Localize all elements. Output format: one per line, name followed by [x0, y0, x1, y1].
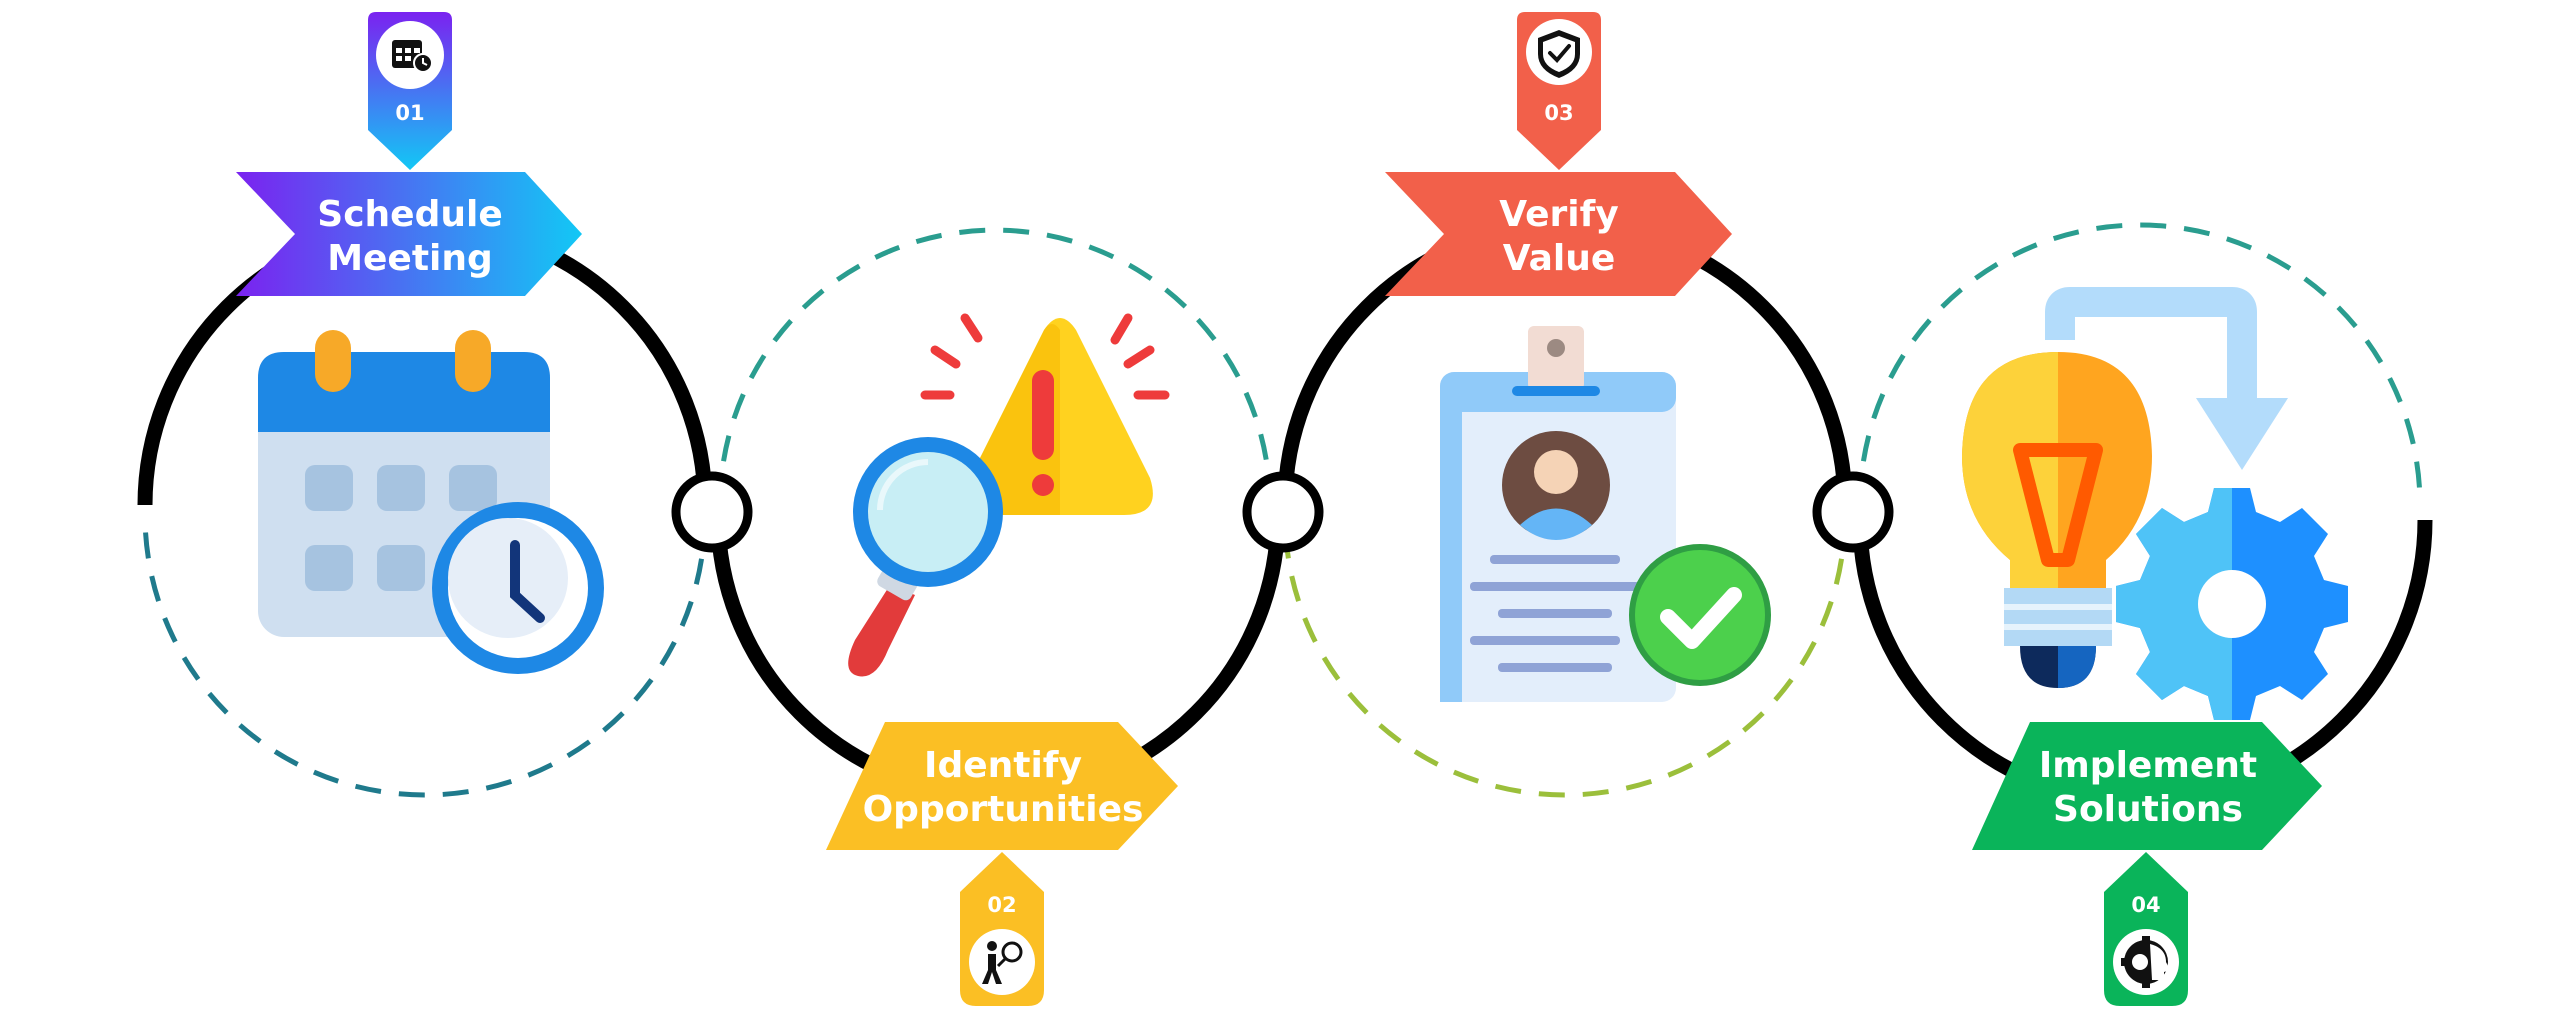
magnifier-person-icon — [982, 941, 1023, 984]
step-4-title-line1: Implement — [2039, 745, 2257, 786]
connector-node-3 — [1812, 471, 1894, 553]
step-3-title-line2: Value — [1503, 238, 1616, 279]
gear-head-icon — [2121, 936, 2170, 988]
step-2-title-line2: Opportunities — [863, 789, 1144, 830]
step-1-banner — [236, 172, 582, 296]
step-1-title-line1: Schedule — [317, 194, 502, 235]
ring-2-dashed-arc — [717, 227, 1273, 506]
shield-check-icon — [1538, 30, 1580, 78]
step-4-banner — [1972, 722, 2322, 850]
step-4-number: 04 — [2131, 893, 2160, 917]
ring-1-dashed-arc — [142, 514, 708, 798]
gear-illustration — [2116, 488, 2348, 720]
id-badge-illustration — [1440, 326, 1771, 702]
step-2-number: 02 — [987, 893, 1016, 917]
calendar-illustration — [258, 330, 604, 674]
ring-4-dashed-arc — [1857, 222, 2423, 506]
ring-3-dashed-arc — [1282, 514, 1848, 798]
magnifier-warning-illustration — [848, 313, 1170, 677]
step-1: 01 Schedule Meeting — [236, 12, 604, 674]
step-1-number: 01 — [395, 101, 424, 125]
connector-node-2 — [1242, 471, 1324, 553]
lightbulb-gear-illustration — [1962, 287, 2288, 688]
calendar-clock-icon — [392, 40, 433, 73]
step-2: Identify Opportunities 02 — [826, 313, 1178, 1006]
step-3: 03 Verify Value — [1385, 12, 1771, 702]
connector-node-1 — [671, 471, 753, 553]
step-2-banner — [826, 722, 1178, 850]
step-3-number: 03 — [1544, 101, 1573, 125]
step-4-title-line2: Solutions — [2053, 789, 2243, 830]
step-3-banner — [1385, 172, 1732, 296]
step-1-title-line2: Meeting — [327, 238, 493, 279]
step-3-title-line1: Verify — [1499, 194, 1619, 235]
step-2-title-line1: Identify — [924, 745, 1082, 786]
step-4: Implement Solutions 04 — [1962, 287, 2348, 1006]
